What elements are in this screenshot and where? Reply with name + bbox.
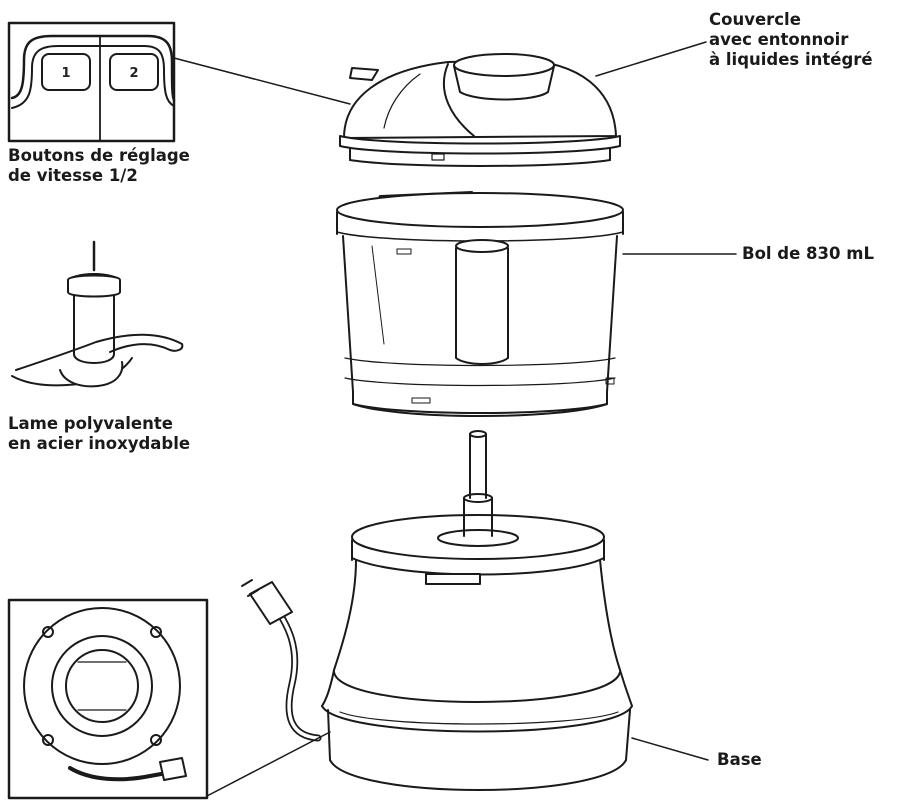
lid	[339, 53, 621, 167]
base	[241, 430, 633, 791]
lid-label: Couvercle avec entonnoir à liquides inté…	[709, 10, 873, 69]
speed-buttons-inset: 1 2	[7, 21, 176, 143]
speed-key-2	[109, 53, 159, 91]
speed-key-1-label: 1	[61, 66, 70, 81]
bowl-label: Bol de 830 mL	[742, 244, 874, 263]
base-label: Base	[717, 750, 762, 769]
speed-buttons-leader	[173, 57, 351, 105]
speed-buttons-label: Boutons de réglage de vitesse 1/2	[8, 146, 190, 185]
blade-label: Lame polyvalente en acier inoxydable	[8, 414, 191, 453]
speed-key-1	[41, 53, 91, 91]
base-underside-inset	[7, 598, 209, 800]
lid-leader	[595, 41, 707, 77]
base-underside-leader	[206, 731, 331, 797]
bowl	[336, 191, 624, 417]
blade	[11, 240, 184, 388]
speed-key-2-label: 2	[129, 66, 138, 81]
base-leader	[631, 737, 709, 761]
